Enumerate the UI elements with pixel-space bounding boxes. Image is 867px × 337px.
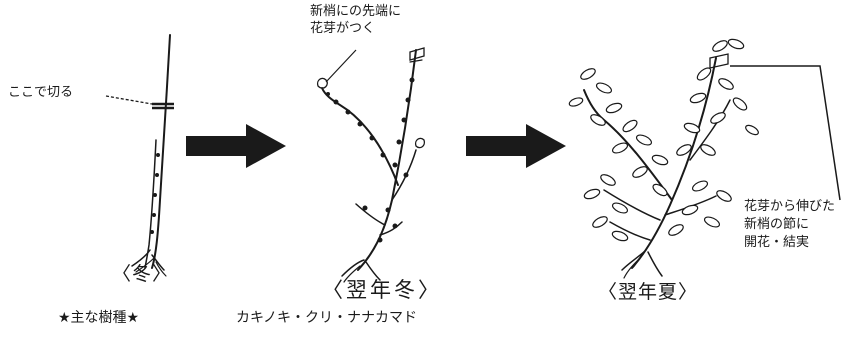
- bloom-label-line3: 開花・結実: [744, 235, 810, 250]
- buds: [326, 77, 415, 243]
- species-list: カキノキ・クリ・ナナカマド: [236, 310, 418, 326]
- bloom-label-line1: 花芽から伸びた: [744, 199, 836, 214]
- bloom-label-line2: 新梢の節に: [744, 217, 810, 232]
- stage-label-next-winter: 〈翌年冬〉: [322, 278, 442, 302]
- leaves: [568, 38, 759, 242]
- species-heading: ★主な樹種★: [58, 310, 140, 326]
- next-winter-branch: [316, 47, 426, 283]
- flower-bud-label-line2: 花芽がつく: [310, 21, 376, 36]
- cut-here-label: ここで切る: [8, 85, 74, 100]
- next-summer-branch: [583, 53, 731, 279]
- winter-branch: [131, 34, 171, 277]
- cut-leader-line: [105, 95, 153, 105]
- bud-leader-line: [325, 49, 357, 83]
- bloom-leader-line: [730, 65, 841, 201]
- stage-label-next-summer: 〈翌年夏〉: [598, 281, 699, 303]
- cut-mark: [152, 102, 174, 110]
- stage-label-winter: 〈冬〉: [112, 263, 173, 285]
- flower-bud-label-line1: 新梢にの先端に: [310, 4, 402, 19]
- arrow-right-1: [186, 124, 286, 168]
- arrow-right-2: [466, 124, 566, 168]
